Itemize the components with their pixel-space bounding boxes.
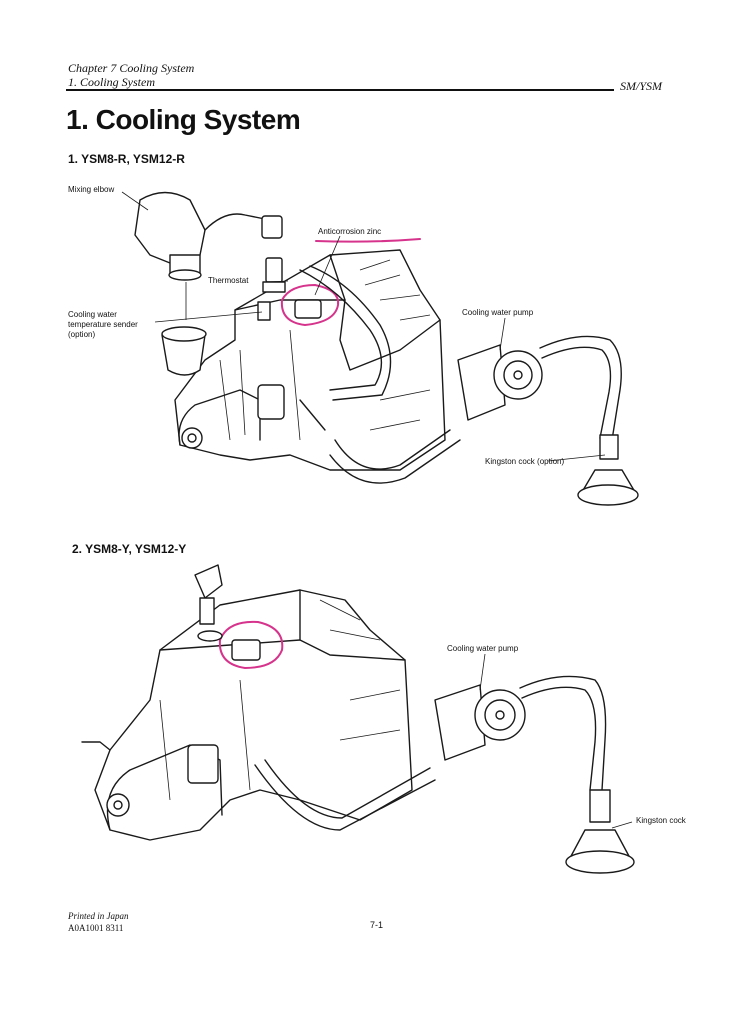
page-title: 1. Cooling System <box>66 104 301 135</box>
label-anticorrosion-zinc: Anticorrosion zinc <box>318 227 382 236</box>
doc-code: A0A1001 8311 <box>68 923 124 933</box>
label-mixing-elbow: Mixing elbow <box>68 185 115 194</box>
temp-sender-line-3: (option) <box>68 330 96 339</box>
label-temp-sender: Cooling water temperature sender (option… <box>68 310 138 340</box>
model-code: SM/YSM <box>620 79 662 93</box>
page-number: 7-1 <box>370 920 384 930</box>
temp-sender-line-2: temperature sender <box>68 320 138 329</box>
temp-sender-line-1: Cooling water <box>68 310 117 319</box>
label-cooling-water-pump-1: Cooling water pump <box>462 308 534 317</box>
printed-in: Printed in Japan <box>68 911 129 921</box>
section-title: 1. Cooling System <box>68 75 155 89</box>
figure2-heading: 2. YSM8-Y, YSM12-Y <box>72 542 187 556</box>
chapter-title: Chapter 7 Cooling System <box>68 61 195 75</box>
label-kingston-cock-2: Kingston cock <box>636 816 686 825</box>
engine-diagram-2 <box>81 564 635 874</box>
engine-diagram-1 <box>134 191 639 506</box>
label-cooling-water-pump-2: Cooling water pump <box>447 644 519 653</box>
label-kingston-cock-1: Kingston cock (option) <box>485 457 565 466</box>
header-rule <box>66 89 614 91</box>
label-thermostat: Thermostat <box>208 276 249 285</box>
figure1-heading: 1. YSM8-R, YSM12-R <box>68 152 185 166</box>
